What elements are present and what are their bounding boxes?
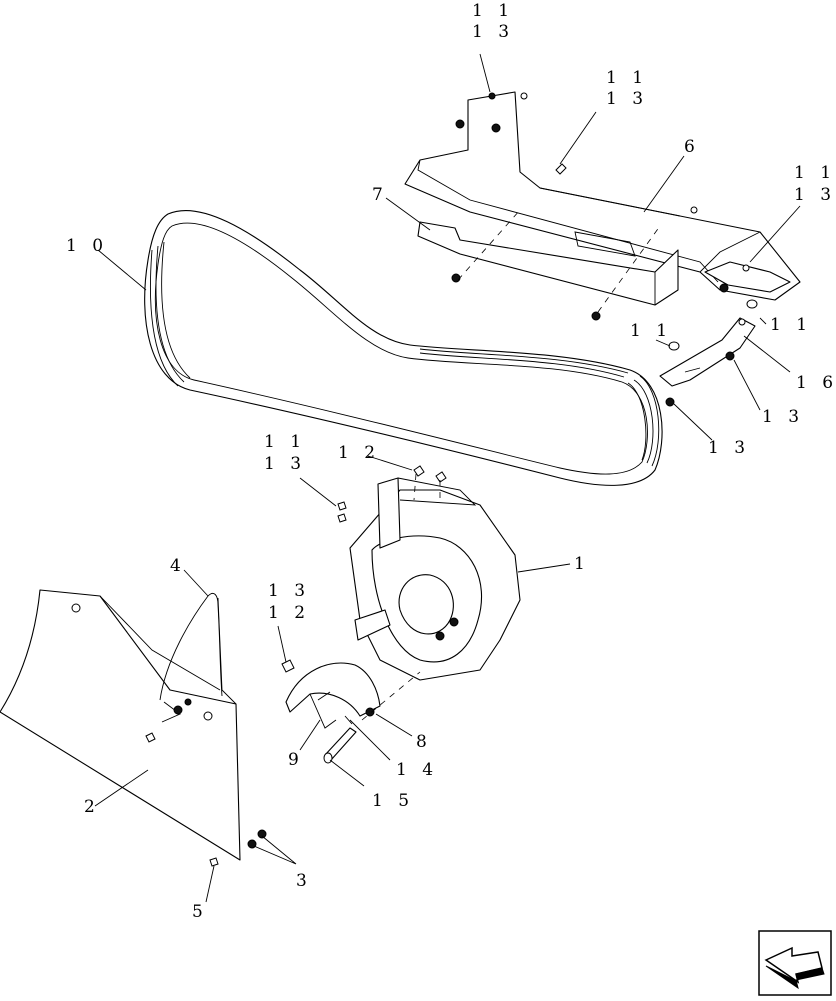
upper-shield-6: [404, 91, 801, 301]
callout-11-top-left: 1 1: [472, 1, 514, 21]
assembly-centerlines: [361, 209, 661, 721]
callout-8: 8: [416, 732, 432, 752]
callout-13-top-mid: 1 3: [606, 89, 648, 109]
callout-9: 9: [288, 750, 304, 770]
callout-11-top-right: 1 1: [794, 163, 836, 183]
callout-4: 4: [170, 556, 186, 576]
hardware-fasteners: [145, 92, 758, 867]
callout-7: 7: [372, 185, 388, 205]
leader-lines: [94, 53, 801, 903]
callout-11-shroud: 1 1: [264, 432, 306, 452]
bracket-16: [659, 317, 756, 387]
callout-13-top-right: 1 3: [794, 185, 836, 205]
callout-1: 1: [574, 554, 590, 574]
next-page-button[interactable]: [758, 930, 832, 996]
next-page-arrow-icon: [758, 930, 832, 996]
callout-5: 5: [192, 902, 208, 922]
callout-11-bracket: 1 1: [630, 321, 672, 341]
callout-11-right: 1 1: [770, 315, 812, 335]
shroud-1: [349, 477, 521, 681]
callout-11-top-mid: 1 1: [606, 68, 648, 88]
callout-13-bracket: 1 3: [762, 407, 804, 427]
side-shield-2: [0, 589, 241, 861]
callout-6: 6: [684, 137, 700, 157]
callout-16: 1 6: [796, 373, 836, 393]
callout-12-shroud: 1 2: [338, 443, 380, 463]
pins-14-15: [323, 715, 357, 764]
callout-12-cover: 1 2: [268, 603, 310, 623]
lower-shield-7: [417, 221, 679, 306]
callout-3: 3: [296, 871, 312, 891]
callout-labels: 1 1 1 3 1 1 1 3 6 1 1 1 3 7 1 0 1 1 1 1 …: [66, 1, 836, 922]
callout-2: 2: [84, 797, 100, 817]
callout-10: 1 0: [66, 236, 108, 256]
callout-13-cover: 1 3: [268, 581, 310, 601]
drive-belt: [144, 209, 663, 486]
callout-13-top-left: 1 3: [472, 22, 514, 42]
callout-13-shroud: 1 3: [264, 454, 306, 474]
callout-14: 1 4: [396, 760, 438, 780]
callout-15: 1 5: [372, 791, 414, 811]
half-cover-9: [285, 662, 381, 729]
callout-13-belt: 1 3: [708, 438, 750, 458]
